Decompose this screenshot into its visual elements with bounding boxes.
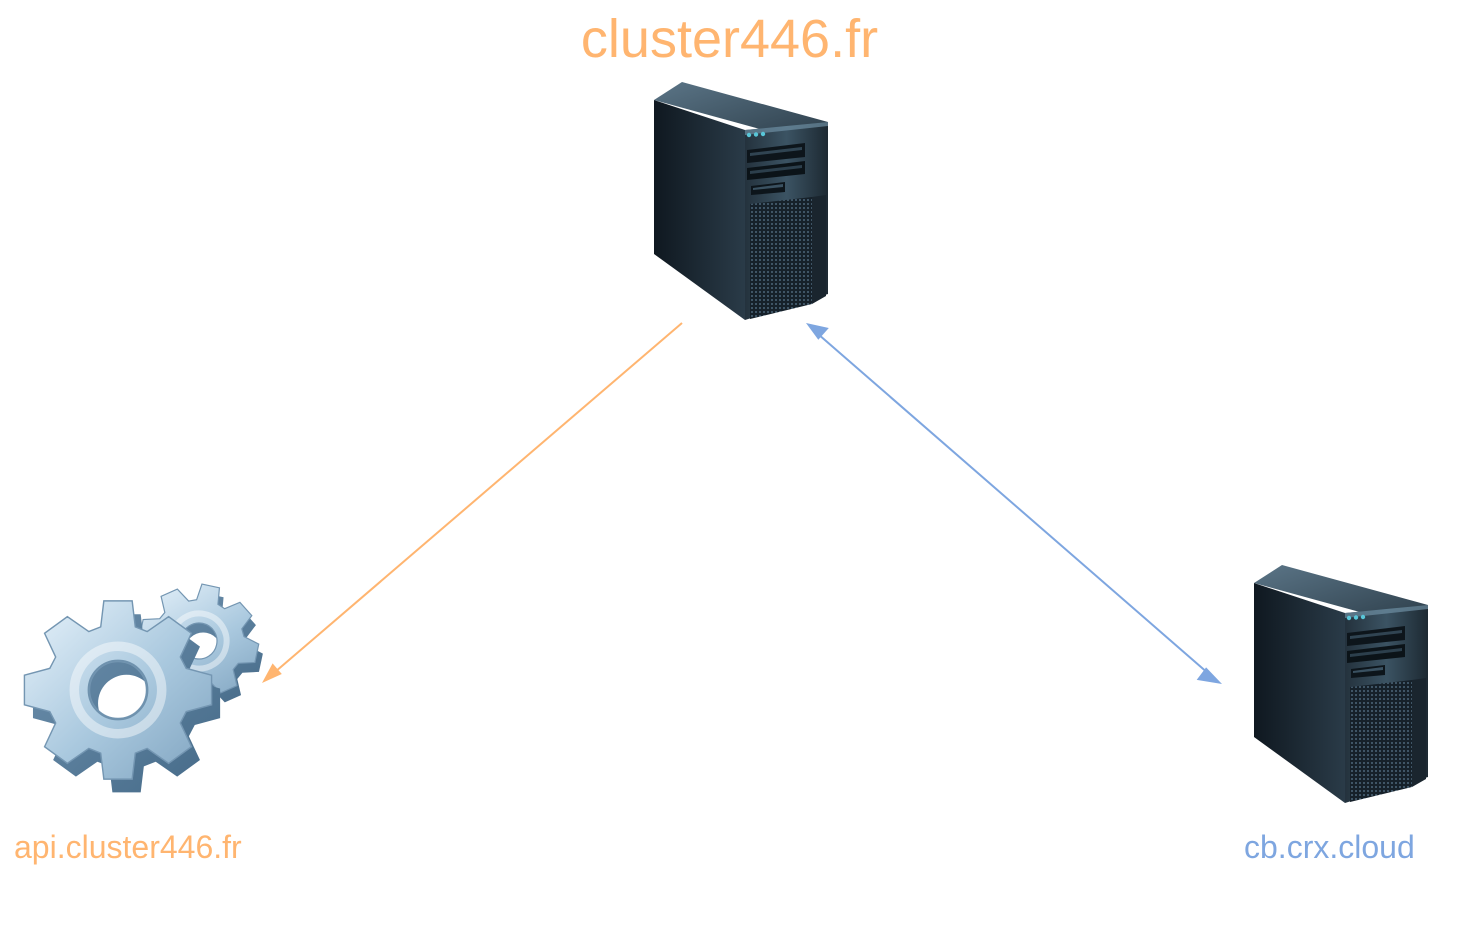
server-tower-icon	[654, 82, 828, 320]
main-server-label: cluster446.fr	[580, 9, 879, 69]
arrowhead	[262, 663, 282, 683]
edge-main-to-api	[262, 322, 683, 683]
edge-main-to-remote	[806, 323, 1222, 684]
server-tower-icon	[1254, 565, 1428, 803]
arrowhead	[1196, 667, 1222, 684]
gears-icon	[23, 573, 273, 793]
arrowhead	[806, 323, 829, 340]
remote-server-label: cb.crx.cloud	[1244, 829, 1415, 865]
api-service-label: api.cluster446.fr	[14, 829, 242, 865]
